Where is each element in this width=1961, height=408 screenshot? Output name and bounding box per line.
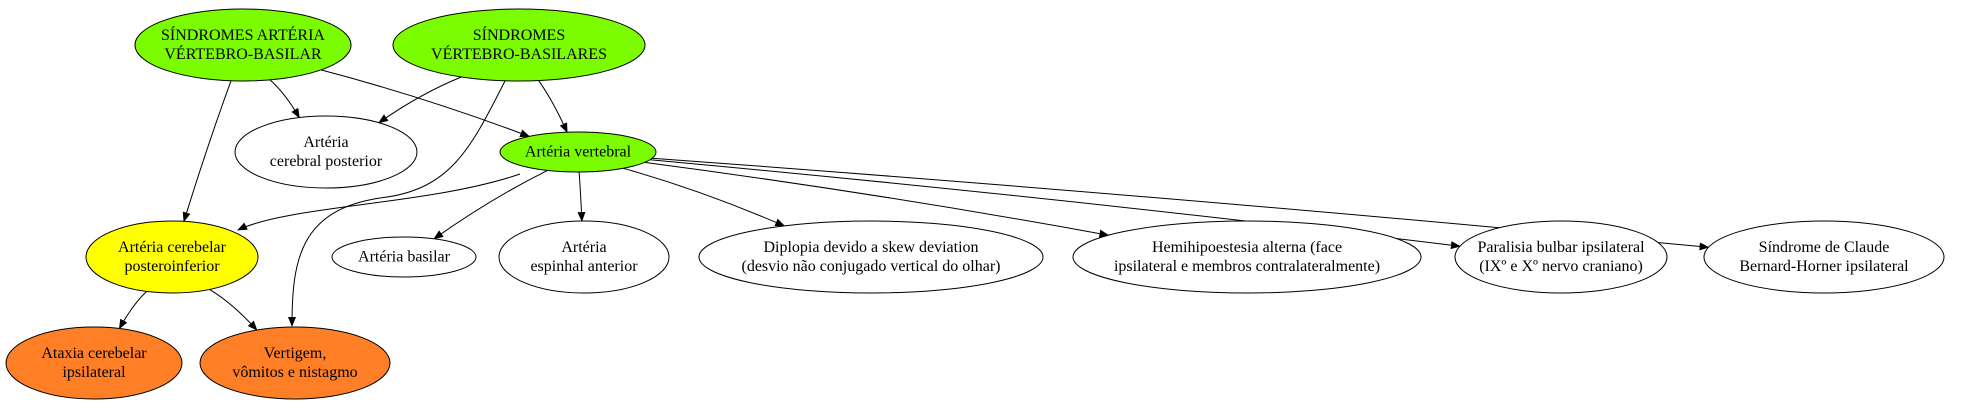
edge-sind_arteria_vb-to-art_cereb_post: [269, 79, 300, 119]
edge-sind_arteria_vb-to-art_cerebelar_pi: [182, 80, 232, 223]
node-label-art_cerebelar_pi-line-0: Artéria cerebelar: [118, 239, 227, 256]
node-shape-art_cereb_post: [234, 115, 418, 189]
node-shape-vertigem: [199, 326, 391, 400]
node-label-ataxia-line-1: ipsilateral: [62, 364, 126, 381]
node-paralisia: Paralisia bulbar ipsilateral (IXº e Xº ne…: [1454, 220, 1668, 294]
node-label-art_basilar-line-0: Artéria basilar: [358, 249, 451, 266]
node-label-vertigem-line-0: Vertigem,: [264, 345, 327, 362]
edge-sind_vb-to-art_vertebral: [538, 80, 568, 134]
node-shape-claude: [1703, 220, 1945, 294]
node-art_cereb_post: Artéria cerebral posterior: [234, 115, 418, 189]
edge-art_vertebral-to-art_cerebelar_pi: [237, 173, 521, 231]
node-shape-art_basilar: [331, 236, 477, 278]
edge-art_vertebral-to-art_espinhal: [577, 171, 586, 222]
node-label-diplopia-line-1: (desvio não conjugado vertical do olhar): [741, 258, 1000, 275]
node-label-hemihipo-line-0: Hemihipoestesia alterna (face: [1152, 239, 1342, 256]
node-shape-hemihipo: [1072, 220, 1422, 294]
node-label-vertigem-line-1: vômitos e nistagmo: [232, 364, 357, 381]
node-art_basilar: Artéria basilar: [331, 236, 477, 278]
node-art_vertebral: Artéria vertebral: [499, 131, 657, 173]
node-label-art_cereb_post-line-1: cerebral posterior: [270, 153, 383, 170]
node-label-paralisia-line-1: (IXº e Xº nervo craniano): [1479, 258, 1643, 275]
node-label-art_cerebelar_pi-line-1: posteroinferior: [124, 258, 220, 275]
node-shape-art_cerebelar_pi: [85, 220, 259, 294]
node-art_espinhal: Artéria espinhal anterior: [498, 220, 670, 294]
node-label-art_cereb_post-line-0: Artéria: [303, 134, 348, 151]
edge-art_vertebral-to-hemihipo: [644, 161, 1110, 238]
node-label-paralisia-line-0: Paralisia bulbar ipsilateral: [1477, 239, 1645, 256]
node-art_cerebelar_pi: Artéria cerebelar posteroinferior: [85, 220, 259, 294]
node-label-diplopia-line-0: Diplopia devido a skew deviation: [763, 239, 978, 256]
node-label-art_espinhal-line-1: espinhal anterior: [530, 258, 638, 275]
node-shape-paralisia: [1454, 220, 1668, 294]
node-vertigem: Vertigem, vômitos e nistagmo: [199, 326, 391, 400]
node-shape-art_espinhal: [498, 220, 670, 294]
nodes-layer: SÍNDROMES ARTÉRIAVÉRTEBRO-BASILARSÍNDROM…: [5, 8, 1945, 400]
node-hemihipo: Hemihipoestesia alterna (face ipsilateral…: [1072, 220, 1422, 294]
node-label-ataxia-line-0: Ataxia cerebelar: [41, 345, 147, 362]
node-label-sind_arteria_vb-line-0: SÍNDROMES ARTÉRIA: [161, 25, 325, 44]
node-label-sind_vb-line-1: VÉRTEBRO-BASILARES: [431, 44, 607, 63]
node-label-art_vertebral-line-0: Artéria vertebral: [525, 144, 632, 161]
node-diplopia: Diplopia devido a skew deviation (desvio …: [698, 220, 1044, 294]
node-shape-diplopia: [698, 220, 1044, 294]
node-label-claude-line-0: Síndrome de Claude: [1759, 239, 1890, 256]
node-shape-sind_arteria_vb: [134, 8, 352, 82]
edge-art_vertebral-to-art_basilar: [433, 169, 548, 240]
node-label-sind_arteria_vb-line-1: VÉRTEBRO-BASILAR: [164, 44, 322, 63]
edge-sind_vb-to-vertigem: [288, 80, 506, 327]
edge-art_cerebelar_pi-to-ataxia: [118, 291, 148, 330]
edge-sind_arteria_vb-to-art_vertebral: [320, 69, 531, 137]
node-label-hemihipo-line-1: ipsilateral e membros contralateralmente…: [1114, 258, 1380, 275]
edge-sind_vb-to-art_cereb_post: [378, 76, 462, 124]
edge-art_cerebelar_pi-to-vertigem: [209, 288, 258, 331]
edge-art_vertebral-to-diplopia: [623, 167, 786, 227]
node-shape-art_vertebral: [499, 131, 657, 173]
node-shape-sind_vb: [392, 8, 646, 82]
node-label-sind_vb-line-0: SÍNDROMES: [473, 25, 565, 44]
node-shape-ataxia: [5, 326, 183, 400]
node-ataxia: Ataxia cerebelar ipsilateral: [5, 326, 183, 400]
node-label-claude-line-1: Bernard-Horner ipsilateral: [1739, 258, 1909, 275]
node-label-art_espinhal-line-0: Artéria: [561, 239, 606, 256]
